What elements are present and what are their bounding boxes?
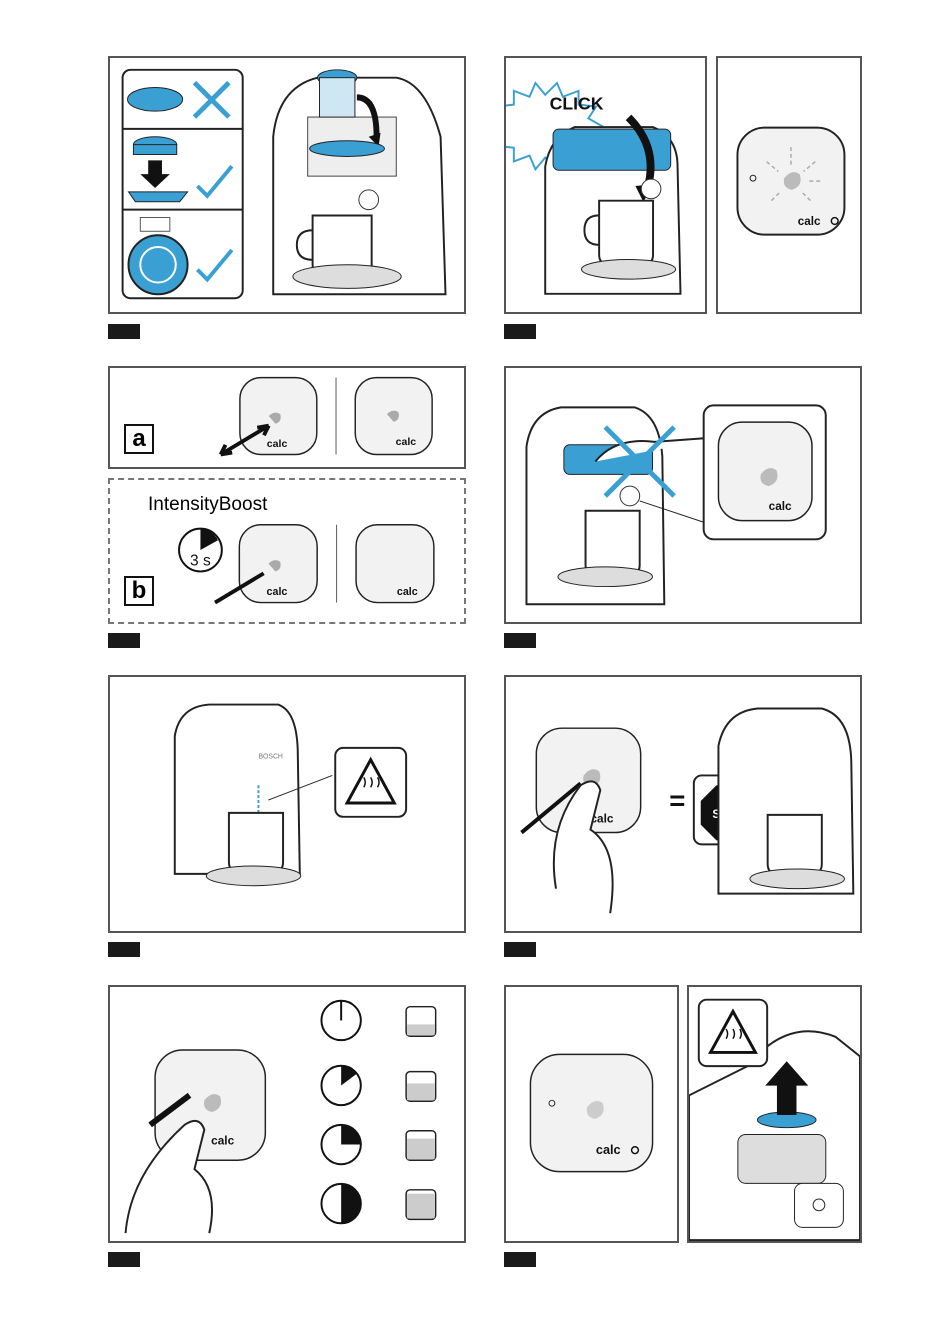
panel-button-idle: calc (716, 56, 862, 314)
panel-do-not-open: calc (504, 366, 862, 624)
calc-text: calc (267, 438, 288, 450)
panel-remove-disc (687, 985, 862, 1243)
panel-stop: calc = STOP (504, 675, 862, 933)
step-bar (108, 324, 140, 339)
calc-text: calc (267, 586, 288, 598)
intensity-boost-label: IntensityBoost (148, 494, 267, 516)
step-bar (504, 324, 536, 339)
calc-text: calc (596, 1143, 621, 1157)
panel-insert-disc (108, 56, 466, 314)
hold-time-text: 3 s (190, 553, 211, 570)
panel-intensity-boost: 3 s calc calc IntensityBoost b (108, 478, 466, 624)
calc-text: calc (769, 499, 792, 513)
label-b: b (124, 576, 154, 606)
step-bar (108, 1252, 140, 1267)
calc-text: calc (211, 1134, 234, 1148)
panel-hot-water: BOSCH (108, 675, 466, 933)
step-bar (504, 633, 536, 648)
step-bar (108, 633, 140, 648)
svg-text:=: = (669, 785, 685, 816)
label-a: a (124, 424, 154, 454)
step-bar (504, 1252, 536, 1267)
step-bar (108, 942, 140, 957)
panel-close-lid: CLICK (504, 56, 707, 314)
brand-text: BOSCH (258, 754, 282, 761)
calc-text: calc (396, 436, 417, 448)
panel-button-done: calc (504, 985, 679, 1243)
panel-cup-size: calc (108, 985, 466, 1243)
panel-press-button-a: calc calc a (108, 366, 466, 469)
calc-text: calc (798, 215, 821, 228)
step-bar (504, 942, 536, 957)
calc-text: calc (397, 586, 418, 598)
click-text: CLICK (550, 94, 604, 114)
